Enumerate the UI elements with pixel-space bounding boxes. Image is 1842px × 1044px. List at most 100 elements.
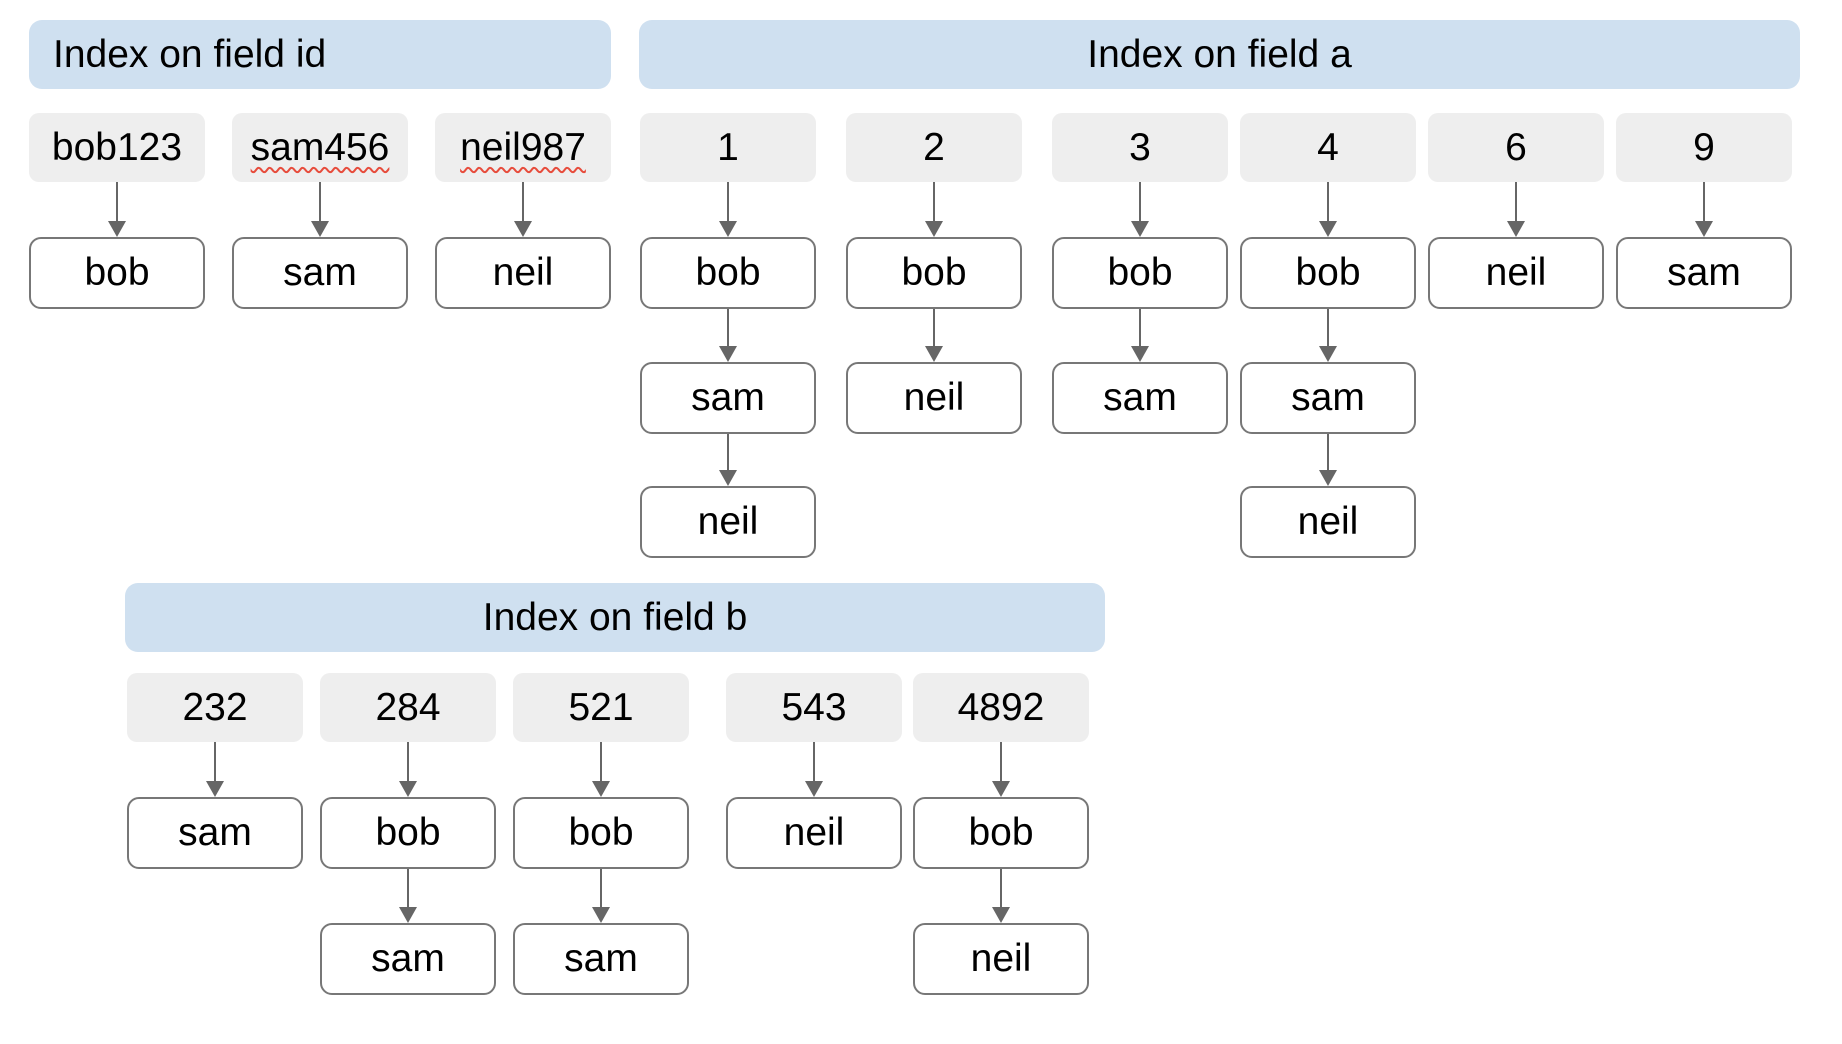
arrow-down: [592, 742, 610, 797]
record-box: bob: [1240, 237, 1416, 309]
index-key-box: neil987: [435, 113, 611, 182]
arrow-down: [719, 182, 737, 237]
index-key-box: 1: [640, 113, 816, 182]
arrow-head-icon: [1319, 221, 1337, 237]
arrow-head-icon: [992, 907, 1010, 923]
record-box: bob: [846, 237, 1022, 309]
index-key-box: bob123: [29, 113, 205, 182]
arrow-stem: [727, 182, 729, 223]
arrow-down: [399, 742, 417, 797]
arrow-head-icon: [311, 221, 329, 237]
arrow-stem: [407, 869, 409, 909]
arrow-head-icon: [1695, 221, 1713, 237]
index-key-box: 3: [1052, 113, 1228, 182]
index-key-box: 4: [1240, 113, 1416, 182]
index-key-box: 6: [1428, 113, 1604, 182]
arrow-down: [805, 742, 823, 797]
record-label: sam: [1103, 376, 1177, 419]
arrow-down: [1507, 182, 1525, 237]
record-label: sam: [371, 937, 445, 980]
record-label: neil: [1485, 251, 1547, 294]
record-label: bob: [901, 251, 967, 294]
arrow-head-icon: [1507, 221, 1525, 237]
arrow-down: [206, 742, 224, 797]
arrow-down: [719, 434, 737, 486]
arrow-head-icon: [1319, 470, 1337, 486]
arrow-head-icon: [514, 221, 532, 237]
section-title: Index on field b: [482, 595, 748, 639]
arrow-down: [592, 869, 610, 923]
index-key-box: 521: [513, 673, 689, 742]
arrow-head-icon: [719, 346, 737, 362]
section-header-index-id: Index on field id: [29, 20, 611, 89]
arrow-stem: [727, 309, 729, 348]
section-title: Index on field a: [1087, 32, 1352, 76]
record-box: sam: [513, 923, 689, 995]
arrow-stem: [522, 182, 524, 223]
arrow-head-icon: [992, 781, 1010, 797]
record-label: neil: [697, 500, 759, 543]
record-box: bob: [320, 797, 496, 869]
arrow-stem: [1515, 182, 1517, 223]
index-key-label: 3: [1129, 125, 1151, 169]
section-header-index-b: Index on field b: [125, 583, 1105, 652]
record-box: neil: [1240, 486, 1416, 558]
record-label: bob: [1295, 251, 1361, 294]
arrow-head-icon: [399, 781, 417, 797]
index-key-label: 6: [1505, 125, 1527, 169]
record-label: sam: [178, 811, 252, 854]
index-key-label: 232: [182, 685, 248, 729]
record-box: neil: [726, 797, 902, 869]
arrow-stem: [116, 182, 118, 223]
record-label: neil: [970, 937, 1032, 980]
index-key-label: 4892: [957, 685, 1045, 729]
index-key-label: 543: [781, 685, 847, 729]
record-box: sam: [127, 797, 303, 869]
arrow-down: [1319, 434, 1337, 486]
record-box: sam: [1052, 362, 1228, 434]
arrow-stem: [319, 182, 321, 223]
index-key-label: neil987: [460, 125, 586, 169]
record-label: neil: [1297, 500, 1359, 543]
arrow-stem: [1703, 182, 1705, 223]
record-box: sam: [640, 362, 816, 434]
section-title: Index on field id: [53, 32, 327, 76]
arrow-stem: [1139, 182, 1141, 223]
arrow-down: [1131, 182, 1149, 237]
record-label: bob: [968, 811, 1034, 854]
index-key-box: 2: [846, 113, 1022, 182]
arrow-head-icon: [399, 907, 417, 923]
arrow-head-icon: [592, 907, 610, 923]
record-box: neil: [1428, 237, 1604, 309]
record-box: sam: [1616, 237, 1792, 309]
arrow-head-icon: [719, 221, 737, 237]
arrow-stem: [600, 869, 602, 909]
index-key-box: 543: [726, 673, 902, 742]
arrow-stem: [1139, 309, 1141, 348]
arrow-down: [719, 309, 737, 362]
arrow-stem: [1327, 309, 1329, 348]
arrow-stem: [813, 742, 815, 783]
record-label: neil: [903, 376, 965, 419]
record-box: bob: [29, 237, 205, 309]
index-key-box: 232: [127, 673, 303, 742]
record-label: bob: [695, 251, 761, 294]
record-label: sam: [691, 376, 765, 419]
index-key-label: 521: [568, 685, 634, 729]
arrow-stem: [727, 434, 729, 472]
arrow-head-icon: [108, 221, 126, 237]
arrow-head-icon: [1131, 221, 1149, 237]
arrow-down: [925, 309, 943, 362]
record-label: bob: [84, 251, 150, 294]
record-label: sam: [564, 937, 638, 980]
arrow-head-icon: [206, 781, 224, 797]
record-box: bob: [913, 797, 1089, 869]
index-key-box: 284: [320, 673, 496, 742]
arrow-stem: [1327, 182, 1329, 223]
arrow-head-icon: [925, 346, 943, 362]
record-label: bob: [1107, 251, 1173, 294]
